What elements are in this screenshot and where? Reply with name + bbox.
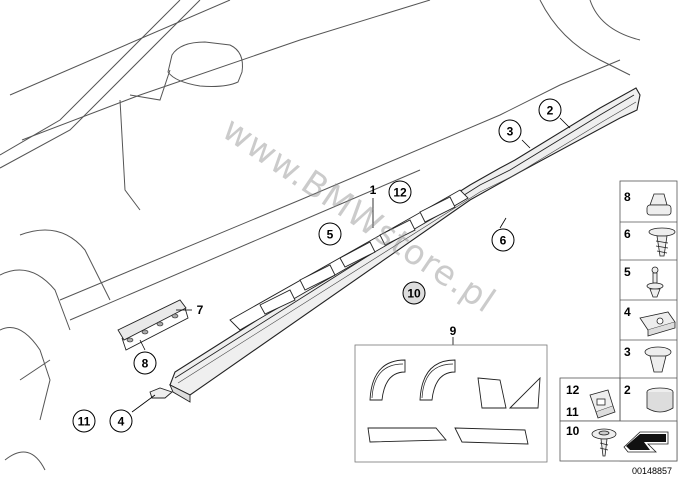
- panel-number-5: 5: [624, 265, 631, 279]
- callout-4: 4: [109, 409, 133, 433]
- callout-3: 3: [498, 119, 522, 143]
- screw-washer-icon: [591, 428, 617, 457]
- panel-number-3: 3: [624, 345, 631, 359]
- callout-6-label: 6: [500, 234, 507, 248]
- mirror-outline: [129, 41, 243, 101]
- callout-2-label: 2: [547, 104, 554, 118]
- screw-icon: [648, 227, 676, 257]
- bmw-arrow-logo-icon: [623, 431, 669, 453]
- callout-7: 7: [197, 303, 204, 317]
- callout-4-label: 4: [118, 415, 125, 429]
- callout-10: 10: [402, 281, 426, 305]
- nut-icon: [646, 193, 672, 216]
- callouts: 2 3 1 12 5 6 10 7 8: [72, 98, 562, 433]
- panel-number-11: 11: [566, 405, 579, 419]
- panel-number-2: 2: [624, 383, 631, 397]
- callout-1: 1: [370, 183, 377, 197]
- watermark-text: www.BMWstore.pl: [215, 109, 503, 321]
- panel-number-8: 8: [624, 190, 631, 204]
- callout-2: 2: [538, 98, 562, 122]
- callout-1-label: 1: [370, 183, 377, 197]
- trim-strip-7: [117, 299, 189, 351]
- callout-12-label: 12: [393, 186, 407, 200]
- callout-8-label: 8: [142, 357, 149, 371]
- callout-12: 12: [388, 180, 412, 204]
- bracket-clip-icon: [639, 311, 676, 337]
- callout-11-label: 11: [78, 415, 91, 429]
- callout-3-label: 3: [507, 125, 514, 139]
- spring-clip-icon: [589, 389, 616, 419]
- panel-number-6: 6: [624, 227, 631, 241]
- kit-box: [354, 344, 548, 463]
- callout-5-label: 5: [327, 228, 334, 242]
- callout-11: 11: [72, 409, 96, 433]
- clip-pin-icon: [646, 266, 664, 298]
- callout-8: 8: [133, 351, 157, 375]
- panel-number-10: 10: [566, 424, 580, 438]
- callout-5: 5: [318, 222, 342, 246]
- callout-10-label: 10: [407, 287, 421, 301]
- figure-id: 00148857: [632, 466, 672, 476]
- panel-number-4: 4: [624, 305, 631, 319]
- panel-number-12: 12: [566, 383, 580, 397]
- callout-7-label: 7: [197, 303, 204, 317]
- callout-9: 9: [450, 324, 457, 338]
- expanding-rivet-icon: [644, 346, 672, 373]
- cap-icon: [646, 387, 674, 413]
- sill-inner-rail: [229, 189, 469, 331]
- callout-6: 6: [491, 228, 515, 252]
- leader-lines: [131, 117, 571, 413]
- callout-9-label: 9: [450, 324, 457, 338]
- parts-panel: 8 6 5 4 3 2 12 11 10: [559, 180, 678, 462]
- car-body-outline: [0, 0, 641, 471]
